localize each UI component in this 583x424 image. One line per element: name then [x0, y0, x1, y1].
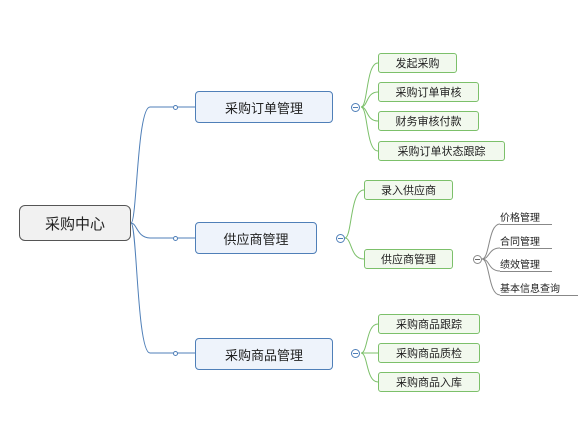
topic-node[interactable]: 采购商品质检 — [378, 343, 480, 363]
connector-dot-icon — [173, 105, 178, 110]
connector-b3-c1 — [360, 323, 379, 354]
connector-b1-c2 — [360, 91, 379, 108]
connector-root-branch-2 — [130, 222, 195, 239]
branch-node-supplier[interactable]: 供应商管理 — [195, 222, 317, 254]
topic-node-label: 采购商品质检 — [396, 347, 462, 360]
connector-b1-c4 — [360, 106, 379, 152]
branch-node-label: 采购订单管理 — [224, 101, 303, 117]
topic-node[interactable]: 供应商管理 — [364, 249, 453, 269]
minus-circle-icon[interactable] — [351, 349, 360, 358]
connector-b3-c3 — [360, 352, 379, 383]
topic-node-label: 供应商管理 — [381, 253, 436, 266]
topic-node[interactable]: 录入供应商 — [364, 180, 453, 200]
topic-node-label: 财务审核付款 — [395, 115, 462, 128]
branch-node-label: 采购商品管理 — [224, 348, 303, 364]
topic-node[interactable]: 采购商品入库 — [378, 372, 480, 392]
topic-node[interactable]: 发起采购 — [378, 53, 457, 73]
topic-node-label: 采购商品跟踪 — [396, 318, 462, 331]
branch-node-purchase-goods[interactable]: 采购商品管理 — [195, 338, 333, 370]
topic-node-label: 采购订单状态跟踪 — [397, 145, 486, 158]
connector-root-branch-3 — [130, 222, 195, 354]
leaf-underline — [500, 224, 552, 225]
leaf-node-label: 合同管理 — [500, 237, 540, 248]
leaf-underline — [500, 295, 578, 296]
root-node[interactable]: 采购中心 — [19, 205, 131, 241]
topic-node-label: 采购订单审核 — [395, 86, 462, 99]
connector-dot-icon — [173, 236, 178, 241]
branch-node-label: 供应商管理 — [223, 232, 289, 248]
leaf-node-label: 绩效管理 — [500, 260, 540, 271]
topic-node-label: 采购商品入库 — [396, 376, 462, 389]
leaf-node-label: 基本信息查询 — [500, 284, 560, 295]
topic-node[interactable]: 财务审核付款 — [378, 111, 479, 131]
minus-circle-icon[interactable] — [336, 234, 345, 243]
connector-b2-sub-c2 — [481, 247, 501, 260]
topic-node-label: 发起采购 — [395, 57, 440, 70]
leaf-node[interactable]: 合同管理 — [500, 233, 562, 248]
connector-b2-c2 — [344, 237, 365, 260]
topic-node[interactable]: 采购订单审核 — [378, 82, 479, 102]
leaf-underline — [500, 248, 552, 249]
topic-node[interactable]: 采购订单状态跟踪 — [378, 141, 505, 161]
connector-b2-sub-c1 — [481, 223, 501, 260]
leaf-node-label: 价格管理 — [500, 213, 540, 224]
leaf-node[interactable]: 基本信息查询 — [500, 280, 580, 295]
topic-node-label: 录入供应商 — [381, 184, 436, 197]
connector-b2-sub-c4 — [481, 258, 501, 296]
leaf-node[interactable]: 价格管理 — [500, 209, 562, 224]
minus-circle-icon[interactable] — [473, 255, 482, 264]
branch-node-purchase-order[interactable]: 采购订单管理 — [195, 91, 333, 123]
connector-b1-c1 — [360, 62, 379, 108]
minus-circle-icon[interactable] — [351, 103, 360, 112]
root-node-label: 采购中心 — [44, 214, 105, 233]
connector-root-branch-1 — [130, 106, 195, 224]
leaf-underline — [500, 271, 552, 272]
connector-dot-icon — [173, 351, 178, 356]
topic-node[interactable]: 采购商品跟踪 — [378, 314, 480, 334]
connector-b2-c1 — [344, 189, 365, 239]
leaf-node[interactable]: 绩效管理 — [500, 256, 562, 271]
